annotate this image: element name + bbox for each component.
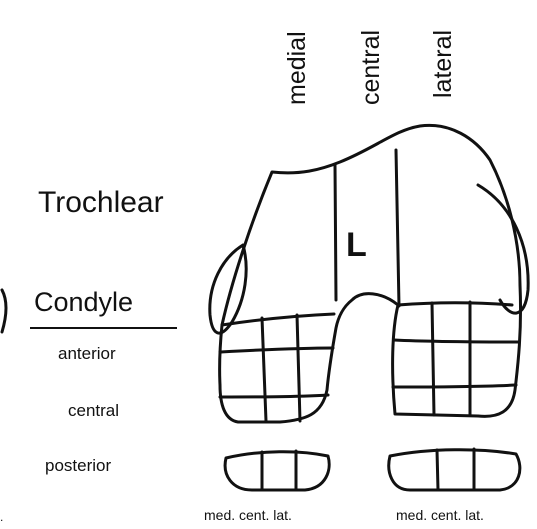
top-label-medial: medial bbox=[285, 31, 310, 105]
condyle-label: Condyle bbox=[34, 289, 133, 316]
condyle-zone-central: central bbox=[68, 402, 119, 419]
lateral-condyle-ant-line bbox=[398, 303, 512, 305]
lateral-condyle-cen-line bbox=[394, 340, 518, 342]
medial-condyle-cen-line bbox=[220, 348, 333, 352]
medial-posterior-cap bbox=[225, 452, 329, 490]
trochlear-label: Trochlear bbox=[38, 188, 164, 218]
lateral-condyle-v1 bbox=[432, 303, 434, 415]
condyle-zone-posterior: posterior bbox=[45, 457, 111, 474]
medial-condyle-ant-line bbox=[222, 314, 334, 325]
lateral-posterior-cap bbox=[389, 450, 520, 490]
bottom-label-lateral-condyle: med. cent. lat. bbox=[396, 508, 484, 522]
lateral-condyle-pos-line bbox=[393, 385, 516, 387]
medial-condyle-v1 bbox=[262, 318, 266, 421]
medial-condyle-pos-line bbox=[220, 395, 328, 397]
left-edge-arc bbox=[2, 290, 6, 332]
condyle-underline bbox=[30, 327, 177, 329]
medial-condyle-v2 bbox=[297, 315, 300, 421]
trochlear-divider-medial bbox=[335, 165, 336, 300]
region-mark-l: L bbox=[346, 226, 367, 265]
lateral-cap-v1 bbox=[437, 450, 438, 490]
top-label-central: central bbox=[359, 30, 384, 105]
bottom-label-medial-condyle: med. cent. lat. bbox=[204, 508, 292, 522]
top-label-lateral: lateral bbox=[431, 30, 456, 98]
stray-period: . bbox=[0, 511, 3, 523]
condyle-zone-anterior: anterior bbox=[58, 345, 116, 362]
trochlear-divider-lateral bbox=[396, 150, 399, 306]
